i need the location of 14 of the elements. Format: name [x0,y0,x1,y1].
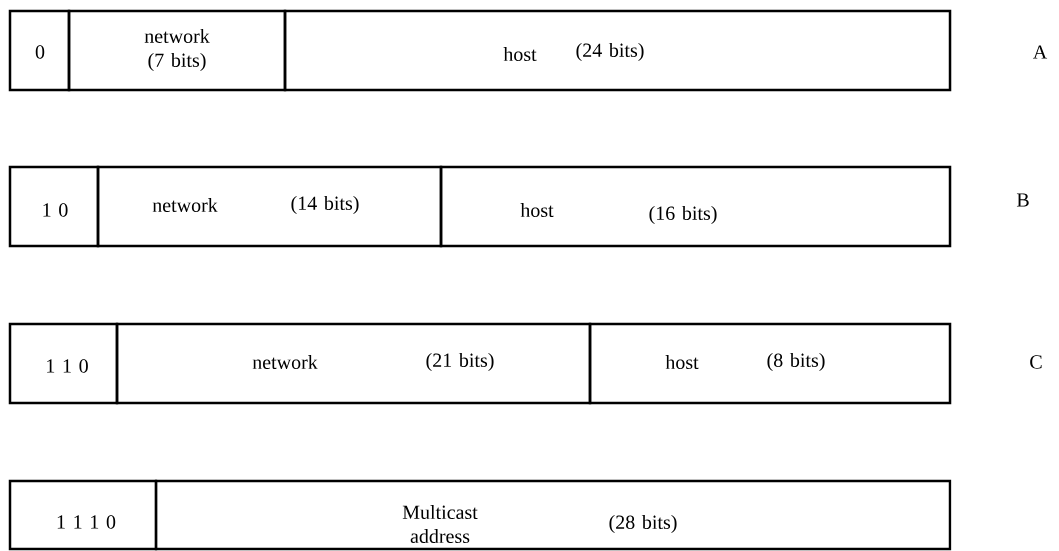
field-cell: host (8 bits) [588,322,952,405]
field-cell: network (7 bits) [67,9,287,92]
field-cell: 0 [8,9,71,92]
field-cell: host (24 bits) [283,9,952,92]
field-cell: network (21 bits) [115,322,592,405]
field-cell: 1 1 1 0 [8,479,158,551]
class-letter: B [1016,193,1029,207]
field-cell: host (16 bits) [439,165,952,248]
class-letter: C [1030,355,1042,369]
field-cell: network (14 bits) [96,165,443,248]
field-cell: 1 1 0 [8,322,119,405]
field-cell: 1 0 [8,165,100,248]
class-letter: A [1033,45,1048,59]
field-cell: Multicast address (28 bits) [154,479,952,551]
